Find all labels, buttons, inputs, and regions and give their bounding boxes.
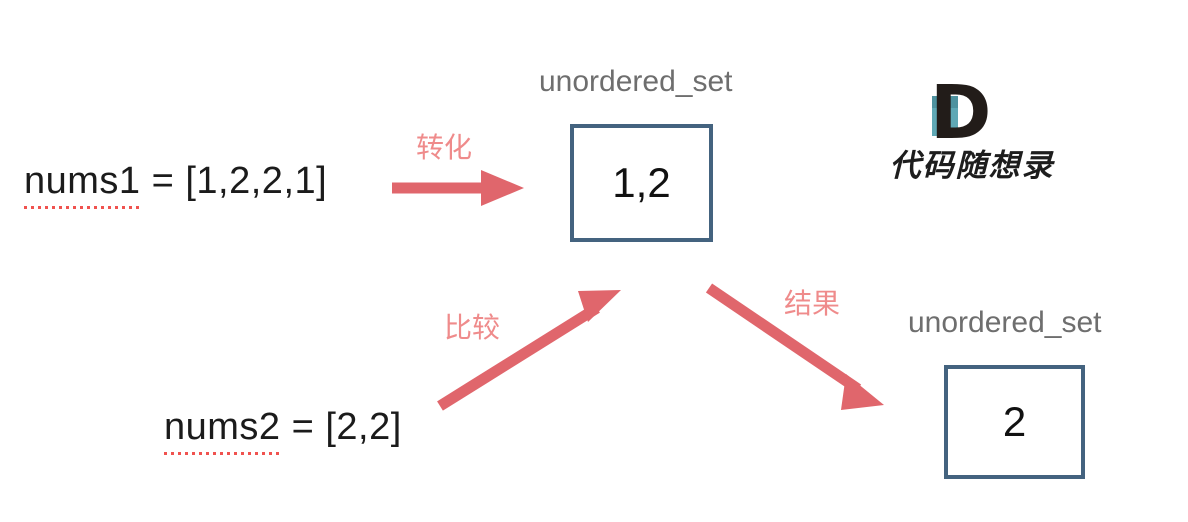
arrow-label-compare: 比较 <box>444 312 501 343</box>
input-expression-nums1: nums1 = [1,2,2,1] <box>24 160 328 209</box>
arrow-convert <box>392 170 524 206</box>
logo-wordmark: 代码随想录 <box>889 148 1055 184</box>
set-box-2[interactable]: 2 <box>944 365 1085 479</box>
set-caption-2: unordered_set <box>908 306 1102 339</box>
variable-name-nums2: nums2 <box>164 406 281 455</box>
arrow-label-convert: 转化 <box>416 132 473 163</box>
assignment-nums1: = [1,2,2,1] <box>140 160 328 202</box>
variable-name-nums1: nums1 <box>24 160 141 209</box>
input-expression-nums2: nums2 = [2,2] <box>164 406 402 455</box>
logo-accent-bar-shade <box>932 96 958 108</box>
set-box-1-value: 1,2 <box>612 159 671 206</box>
logo-letter-d: D <box>930 70 991 156</box>
set-box-1[interactable]: 1,2 <box>570 124 713 242</box>
arrow-label-result: 结果 <box>784 288 841 319</box>
assignment-nums2: = [2,2] <box>280 406 402 448</box>
set-caption-1: unordered_set <box>539 65 733 98</box>
set-box-2-value: 2 <box>1002 398 1027 445</box>
brand-logo: D 代码随想录 <box>872 70 1072 186</box>
logo-d-mark: D <box>872 70 1072 156</box>
